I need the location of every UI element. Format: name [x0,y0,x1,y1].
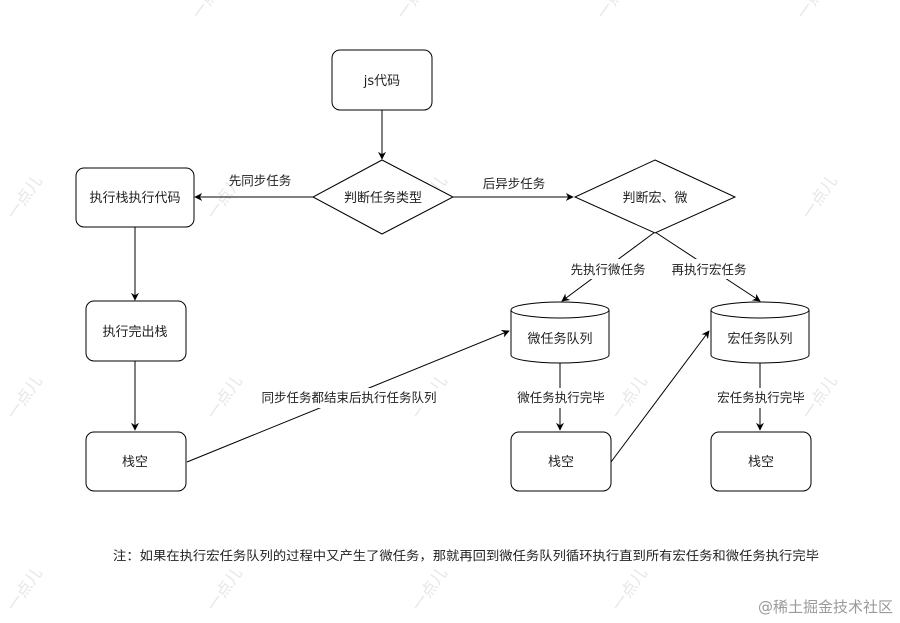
watermark-17: 一点儿 [408,564,451,614]
node-js-code: js代码 [331,49,433,111]
node-exec-stack-code: 执行栈执行代码 [75,167,195,228]
edge-label-async-later: 后异步任务 [483,176,546,191]
node-stack-empty-3: 栈空 [710,431,812,492]
node-stack-empty-2: 栈空 [510,431,612,492]
watermark-13: 一点儿 [608,372,651,422]
node-stack-empty-2-label: 栈空 [548,455,574,470]
watermark-1: 一点儿 [188,0,231,22]
node-micro-queue: 微任务队列 [510,301,610,364]
edge-label-macro-done: 宏任务执行完毕 [717,390,805,405]
watermark-4: 一点儿 [793,0,836,22]
node-stack-empty-1-label: 栈空 [122,455,148,470]
node-stack-empty-1: 栈空 [85,431,187,492]
node-macro-queue: 宏任务队列 [710,301,810,364]
footnote: 注：如果在执行宏任务队列的过程中又产生了微任务，那就再回到微任务队列循环执行直到… [113,548,819,563]
edge-label-then-macro: 再执行宏任务 [671,262,746,277]
node-judge-macro-micro: 判断宏、微 [573,159,737,234]
credit-watermark: @稀土掘金技术社区 [758,598,893,616]
watermark-11: 一点儿 [203,372,246,422]
watermark-18: 一点儿 [608,564,651,614]
edge-label-micro-done: 微任务执行完毕 [517,390,605,405]
edge-labels: 先同步任务 后异步任务 先执行微任务 再执行宏任务 同步任务都结束后执行任务队列… [229,173,810,408]
edge-label-bg-macro-done [712,388,810,408]
node-judge-type: 判断任务类型 [311,159,455,235]
edge-label-bg-then-macro [667,259,751,279]
edge-label-bg-micro-first [566,259,650,279]
node-macro-queue-label: 宏任务队列 [727,331,792,347]
edge-label-sync-done-exec-queue: 同步任务都结束后执行任务队列 [261,390,436,405]
node-exec-complete-pop: 执行完出栈 [85,300,187,362]
node-exec-complete-pop-label: 执行完出栈 [102,325,167,340]
watermark-5: 一点儿 [3,172,46,222]
edge-label-bg-sync-done [253,388,445,408]
node-micro-queue-label: 微任务队列 [527,331,592,347]
edge-empty2-to-macro-queue [610,330,710,463]
watermark-9: 一点儿 [798,172,841,222]
watermark-10: 一点儿 [3,372,46,422]
node-js-code-label: js代码 [363,74,400,89]
edges [131,110,764,463]
edge-label-sync-first: 先同步任务 [229,173,292,188]
node-judge-type-label: 判断任务类型 [344,190,422,206]
node-stack-empty-3-label: 栈空 [748,455,774,470]
nodes: js代码 判断任务类型 执行栈执行代码 执行完出栈 栈空 判断宏、微 微任务队列 [75,49,812,492]
watermark-15: 一点儿 [3,564,46,614]
edge-label-exec-micro-first: 先执行微任务 [570,262,645,277]
node-exec-stack-code-label: 执行栈执行代码 [89,191,180,206]
watermark-16: 一点儿 [203,564,246,614]
watermark-2: 一点儿 [393,0,436,22]
edge-label-bg-micro-done [512,388,610,408]
node-judge-macro-micro-label: 判断宏、微 [622,191,687,206]
watermark-3: 一点儿 [593,0,636,22]
